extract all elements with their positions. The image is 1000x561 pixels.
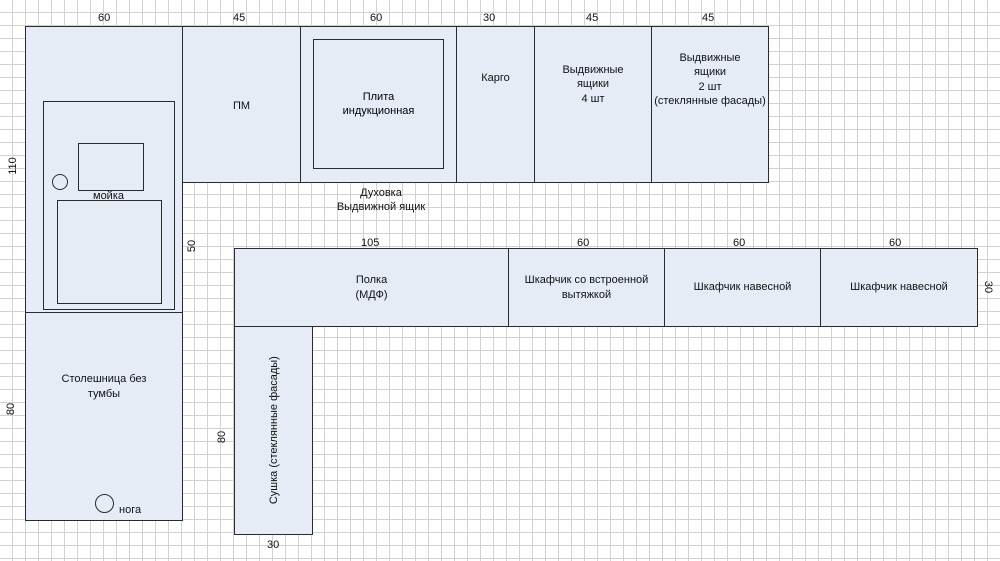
leg-icon xyxy=(95,494,114,513)
dim-table-height: 80 xyxy=(5,402,18,416)
drying-module: Сушка (стеклянные фасады) xyxy=(234,326,313,535)
hob-surface: Плита индукционная xyxy=(313,39,444,169)
wall-cabinet-1-label: Шкафчик навесной xyxy=(693,281,792,294)
dim-sink-width: 60 xyxy=(98,12,111,24)
oven-note: Духовка Выдвижной ящик xyxy=(336,187,426,214)
dim-wall1-width: 60 xyxy=(733,237,746,249)
dim-hob-width: 60 xyxy=(370,12,383,24)
drying-label: Сушка (стеклянные фасады) xyxy=(267,356,280,505)
dim-wall-height: 30 xyxy=(982,280,995,294)
hob-label: Плита индукционная xyxy=(342,90,415,117)
shelf-module: Полка (МДФ) xyxy=(234,248,509,327)
tabletop-module: Столешница без тумбы xyxy=(25,312,183,521)
dim-dishwasher-width: 45 xyxy=(233,12,246,24)
sink-bowl-large xyxy=(57,200,162,304)
dim-gap: 50 xyxy=(186,239,199,253)
tabletop-label: Столешница без тумбы xyxy=(61,373,147,400)
wall-cabinet-2: Шкафчик навесной xyxy=(820,248,978,327)
dishwasher-module: ПМ xyxy=(182,26,301,183)
shelf-label: Полка (МДФ) xyxy=(355,274,388,301)
hood-cabinet-label: Шкафчик со встроенной вытяжкой xyxy=(524,274,649,301)
leg-label: нога xyxy=(119,504,142,516)
cargo-label: Карго xyxy=(481,72,510,85)
dim-shelf-width: 105 xyxy=(361,237,380,249)
dim-drying-width: 30 xyxy=(267,539,280,551)
drawers2-module: Выдвижные ящики 2 шт (стеклянные фасады) xyxy=(651,26,769,183)
drawers2-label: Выдвижные ящики 2 шт (стеклянные фасады) xyxy=(654,51,766,107)
sink-bowl-small xyxy=(78,143,144,191)
dim-hood-width: 60 xyxy=(577,237,590,249)
wall-cabinet-1: Шкафчик навесной xyxy=(664,248,821,327)
cargo-module: Карго xyxy=(456,26,535,183)
dim-sink-height: 110 xyxy=(6,157,19,175)
dim-drawers4-width: 45 xyxy=(586,12,599,24)
dim-cargo-width: 30 xyxy=(483,12,496,24)
dim-drawers2-width: 45 xyxy=(702,12,715,24)
hood-cabinet-module: Шкафчик со встроенной вытяжкой xyxy=(508,248,665,327)
wall-cabinet-2-label: Шкафчик навесной xyxy=(850,281,948,294)
drawers4-module: Выдвижные ящики 4 шт xyxy=(534,26,652,183)
dishwasher-label: ПМ xyxy=(232,100,251,113)
dim-drying-height: 80 xyxy=(216,430,229,444)
dim-wall2-width: 60 xyxy=(889,237,902,249)
drawers4-label: Выдвижные ящики 4 шт xyxy=(562,64,624,105)
sink-label: мойка xyxy=(93,190,124,202)
faucet-icon xyxy=(52,174,68,190)
